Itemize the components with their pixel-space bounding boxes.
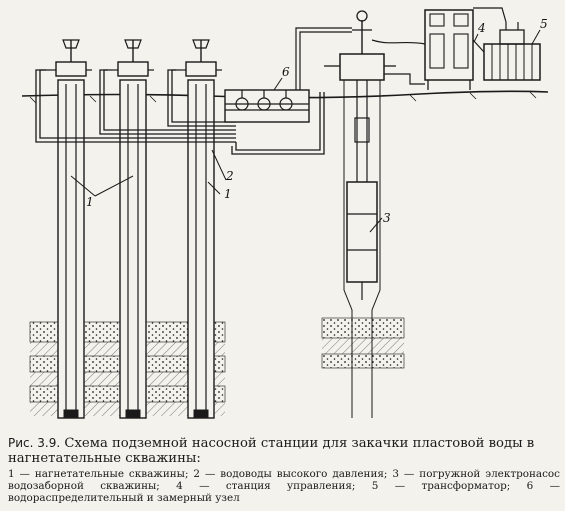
label-transformer: 5 [540,17,548,31]
injection-well-left [50,39,92,419]
water-intake-well [324,10,396,418]
injection-well-middle [112,39,154,419]
control-station [424,9,474,90]
pump-station-diagram: 1 1 2 3 4 5 6 [21,7,549,419]
transformer [483,22,541,81]
label-distribution-unit: 6 [282,65,290,79]
label-injection-wells: 1 [86,195,94,209]
label-submersible-pump: 3 [383,211,391,225]
distribution-metering-unit [224,89,310,123]
power-cables [295,7,507,90]
high-pressure-water-lines [35,69,325,155]
figure-legend: 1 — нагнетательные скважины; 2 — водовод… [8,468,560,505]
caption-title-line: Рис. 3.9. Схема подземной насосной станц… [8,436,560,466]
rock-layers [29,317,405,416]
leader-lines [70,29,541,233]
figure-title: Схема подземной насосной станции для зак… [8,436,535,467]
label-control-station: 4 [477,21,486,35]
label-high-pressure-lines: 2 [225,169,234,183]
figure-number: Рис. 3.9. [8,436,61,450]
label-injection-well-right: 1 [224,187,232,201]
injection-well-right [180,39,222,419]
figure-caption: Рис. 3.9. Схема подземной насосной станц… [8,436,560,505]
